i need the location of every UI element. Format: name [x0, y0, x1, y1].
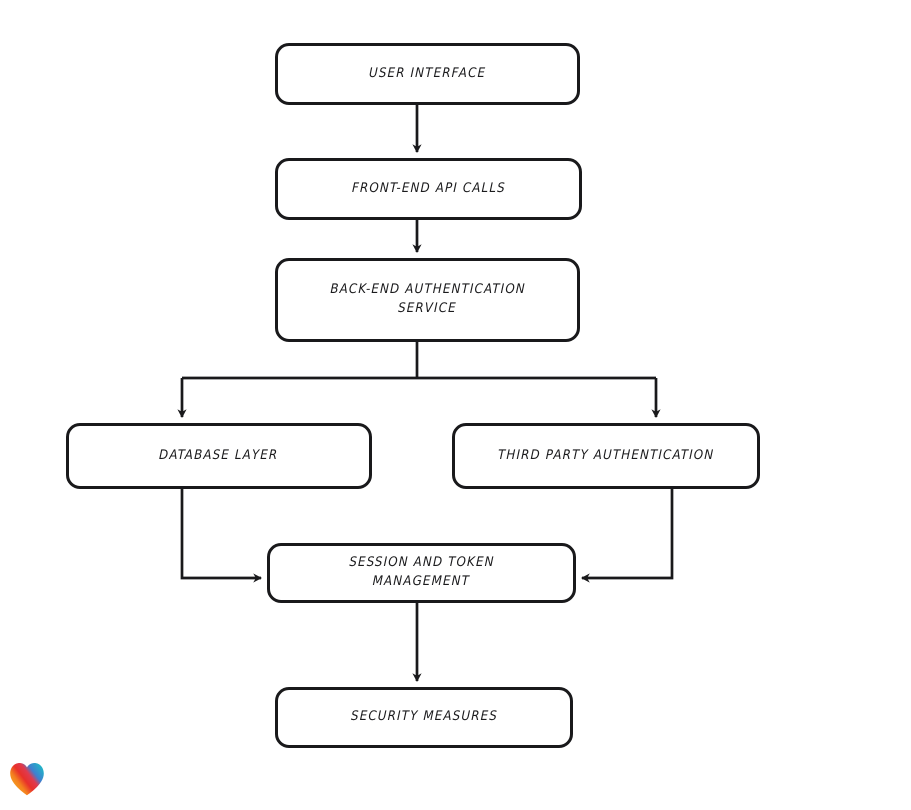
- node-label-database-layer: Database Layer: [159, 447, 279, 463]
- node-database-layer[interactable]: Database Layer: [66, 423, 372, 489]
- node-session-token[interactable]: Session and Token Management: [267, 543, 576, 603]
- node-third-party-auth[interactable]: Third Party Authentication: [452, 423, 760, 489]
- node-security-measures[interactable]: Security Measures: [275, 687, 573, 748]
- heart-icon: [10, 763, 44, 796]
- node-label-security-measures: Security Measures: [350, 709, 498, 725]
- node-label-third-party-auth: Third Party Authentication: [497, 447, 715, 463]
- node-frontend-api[interactable]: Front-End API Calls: [275, 158, 582, 220]
- node-user-interface[interactable]: User Interface: [275, 43, 580, 105]
- node-label-backend-auth: Back-End Authentication Service: [329, 282, 526, 316]
- edge-database-to-session: [180, 489, 263, 583]
- node-backend-auth[interactable]: Back-End Authentication Service: [275, 258, 580, 342]
- node-label-frontend-api: Front-End API Calls: [351, 180, 506, 196]
- edge-thirdparty-to-session: [580, 489, 674, 583]
- node-label-session-token: Session and Token Management: [348, 555, 495, 589]
- node-label-user-interface: User Interface: [368, 65, 487, 81]
